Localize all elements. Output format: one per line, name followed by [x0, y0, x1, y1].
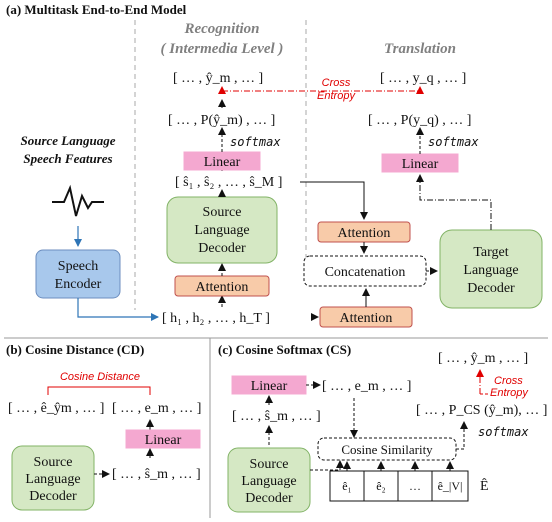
b-decoder-label-3: Decoder: [29, 489, 77, 504]
target-decoder-label-3: Decoder: [467, 281, 515, 296]
c-e-m: [ … , e_m , … ]: [322, 379, 411, 394]
cross-entropy-label-a: Cross: [322, 77, 351, 89]
b-linear-box: [125, 429, 201, 449]
b-decoder-box: [11, 445, 95, 511]
b-decoder-label-1: Source: [34, 455, 73, 470]
embed-label: Ê: [480, 477, 489, 494]
c-linear-label: Linear: [251, 379, 288, 394]
b-s-hat-m: [ … , ŝ_m , … ]: [112, 467, 201, 482]
embed-cell-4: ê_|V|: [438, 479, 463, 493]
source-features-label: Source Language: [21, 133, 116, 148]
s-hat-sequence: [ ŝ₁ , ŝ₂ , … , ŝ_M ]: [175, 175, 282, 190]
header-recognition-sub: ( Intermedia Level ): [161, 41, 284, 57]
arrow-encoder-to-h: [77, 298, 159, 321]
p-yq: [ … , P(y_q) , … ]: [368, 113, 471, 128]
source-decoder-label-3: Decoder: [198, 241, 246, 256]
embed-cell-2: ê₂: [376, 479, 386, 493]
b-linear-label: Linear: [145, 433, 182, 448]
c-decoder-label-1: Source: [250, 457, 289, 472]
c-decoder-box: [227, 447, 311, 513]
panel-c-title: (c) Cosine Softmax (CS): [218, 342, 351, 357]
c-softmax-label: softmax: [478, 425, 529, 439]
waveform-icon: [52, 184, 104, 217]
attention-label-recognition: Attention: [196, 280, 249, 295]
embed-cell-1: ê₁: [342, 479, 352, 493]
concatenation-label: Concatenation: [325, 265, 406, 280]
c-cross-entropy-label: Cross: [494, 375, 523, 387]
p-ym-hat: [ … , P(ŷ_m) , … ]: [168, 113, 275, 128]
target-decoder-label-2: Language: [463, 263, 518, 278]
softmax-label-recognition: softmax: [230, 135, 281, 149]
speech-encoder-label: Speech: [58, 259, 98, 274]
softmax-label-translation: softmax: [428, 135, 479, 149]
c-arrow-decoder-to-cos: [310, 460, 344, 471]
c-cross-entropy-label-2: Entropy: [490, 387, 529, 399]
cosine-similarity-label: Cosine Similarity: [341, 442, 433, 457]
b-e-m: [ … , e_m , … ]: [112, 401, 201, 416]
speech-encoder-label-2: Encoder: [55, 277, 102, 292]
header-translation: Translation: [384, 41, 456, 57]
header-recognition: Recognition: [183, 21, 259, 37]
linear-label-translation: Linear: [402, 157, 439, 172]
panel-b-title: (b) Cosine Distance (CD): [6, 342, 144, 357]
cross-entropy-label-a-2: Entropy: [317, 90, 356, 102]
b-e-hat-y: [ … , ê_ŷm , … ]: [8, 401, 104, 416]
ym-hat-sequence: [ … , ŷ_m , … ]: [173, 71, 263, 86]
embedding-table: [329, 470, 469, 502]
c-ym-hat-sequence: [ … , ŷ_m , … ]: [438, 351, 528, 366]
concatenation-box: [303, 255, 427, 287]
source-features-label-2: Speech Features: [23, 151, 112, 166]
c-decoder-label-3: Decoder: [245, 491, 293, 506]
c-p-cs: [ … , P_CS (ŷ_m), … ]: [416, 403, 547, 418]
b-decoder-label-2: Language: [25, 472, 80, 487]
arrow-s-to-attention-t: [300, 181, 368, 220]
c-arrow-cos-to-pcs: [456, 421, 468, 450]
panel-a-title: (a) Multitask End-to-End Model: [6, 2, 187, 17]
target-decoder-label-1: Target: [473, 245, 508, 260]
source-decoder-label-1: Source: [203, 205, 242, 220]
arrow-target-to-linear: [416, 174, 492, 230]
c-s-hat-m: [ … , ŝ_m , … ]: [232, 409, 321, 424]
cosine-distance-bracket: [47, 386, 151, 395]
attention-label-translation-bottom: Attention: [340, 311, 393, 326]
yq-sequence: [ … , y_q , … ]: [380, 71, 466, 86]
linear-label-recognition: Linear: [204, 155, 241, 170]
cosine-distance-label: Cosine Distance: [60, 371, 140, 383]
h-sequence: [ h₁ , h₂ , … , h_T ]: [162, 311, 270, 326]
embed-cell-3: …: [409, 479, 421, 493]
source-decoder-label-2: Language: [194, 223, 249, 238]
c-decoder-label-2: Language: [241, 474, 296, 489]
attention-label-translation-top: Attention: [338, 226, 391, 241]
